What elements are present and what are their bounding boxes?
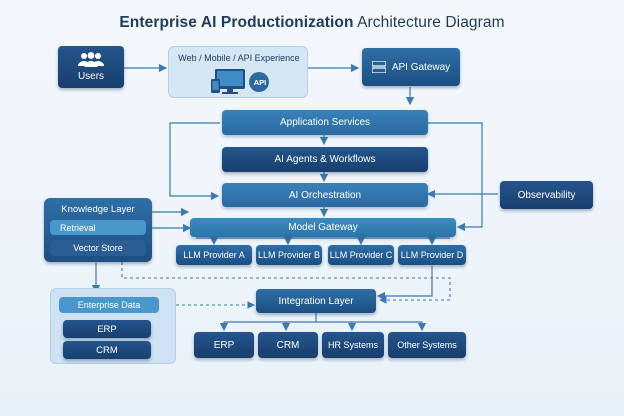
enterprise-data-label: Enterprise Data — [77, 300, 141, 310]
system-hr-node[interactable]: HR Systems — [322, 332, 384, 358]
enterprise-crm-label: CRM — [96, 344, 118, 356]
knowledge-layer-panel[interactable]: Knowledge Layer Retrieval Vector Store — [44, 198, 152, 262]
api-badge: API — [253, 78, 267, 87]
system-erp-label: ERP — [213, 339, 235, 351]
integration-layer-node[interactable]: Integration Layer — [256, 289, 376, 313]
devices-icon — [211, 69, 269, 94]
experience-label: Web / Mobile / API Experience — [178, 53, 300, 63]
system-crm-label: CRM — [276, 339, 300, 351]
system-other-label: Other Systems — [397, 340, 457, 350]
retrieval-node[interactable]: Retrieval — [50, 220, 146, 235]
enterprise-data-panel[interactable]: Enterprise Data ERP CRM — [50, 288, 176, 364]
knowledge-layer-title: Knowledge Layer — [61, 204, 135, 215]
system-other-node[interactable]: Other Systems — [388, 332, 466, 358]
model-gateway-label: Model Gateway — [288, 222, 358, 233]
vector-store-node[interactable]: Vector Store — [50, 240, 146, 256]
system-crm-node[interactable]: CRM — [258, 332, 318, 358]
enterprise-crm-node[interactable]: CRM — [63, 341, 151, 359]
system-erp-node[interactable]: ERP — [194, 332, 254, 358]
ai-orchestration-node[interactable]: AI Orchestration — [222, 183, 428, 207]
api-gateway-node[interactable]: API Gateway — [362, 48, 460, 86]
llm-provider-c-label: LLM Provider C — [329, 250, 393, 260]
llm-provider-b-label: LLM Provider B — [257, 250, 321, 260]
users-icon — [78, 52, 104, 67]
llm-provider-a-label: LLM Provider A — [183, 250, 245, 260]
observability-label: Observability — [517, 189, 576, 201]
users-node[interactable]: Users — [58, 46, 124, 88]
llm-provider-d[interactable]: LLM Provider D — [398, 245, 466, 265]
llm-provider-a[interactable]: LLM Provider A — [176, 245, 252, 265]
ai-agents-label: AI Agents & Workflows — [274, 154, 376, 165]
integration-layer-label: Integration Layer — [278, 295, 354, 307]
application-services-label: Application Services — [279, 117, 371, 128]
server-icon — [371, 61, 386, 73]
arrow-left-bracket — [169, 122, 220, 201]
title-strong: Enterprise AI Productionization — [119, 14, 354, 31]
llm-provider-c[interactable]: LLM Provider C — [328, 245, 394, 265]
observability-node[interactable]: Observability — [500, 181, 593, 209]
llm-provider-b[interactable]: LLM Provider B — [256, 245, 322, 265]
dashed-knowledge-integration — [121, 262, 451, 304]
model-gateway-node[interactable]: Model Gateway — [190, 218, 456, 237]
llm-provider-d-label: LLM Provider D — [400, 250, 464, 260]
application-services-node[interactable]: Application Services — [222, 110, 428, 135]
enterprise-erp-node[interactable]: ERP — [63, 320, 151, 338]
system-hr-label: HR Systems — [327, 340, 378, 350]
ai-orchestration-label: AI Orchestration — [288, 189, 362, 201]
ai-agents-node[interactable]: AI Agents & Workflows — [222, 147, 428, 172]
vector-store-label: Vector Store — [73, 243, 123, 253]
experience-panel[interactable]: Web / Mobile / API Experience API — [168, 46, 308, 98]
api-gateway-label: API Gateway — [391, 61, 451, 73]
arrow-right-bracket — [428, 122, 483, 232]
diagram-title: Enterprise AI Productionization Architec… — [0, 14, 624, 32]
title-rest: Architecture Diagram — [353, 14, 505, 31]
enterprise-erp-label: ERP — [97, 323, 117, 335]
retrieval-label: Retrieval — [60, 222, 96, 233]
users-label: Users — [77, 71, 105, 82]
enterprise-data-node[interactable]: Enterprise Data — [59, 297, 159, 313]
